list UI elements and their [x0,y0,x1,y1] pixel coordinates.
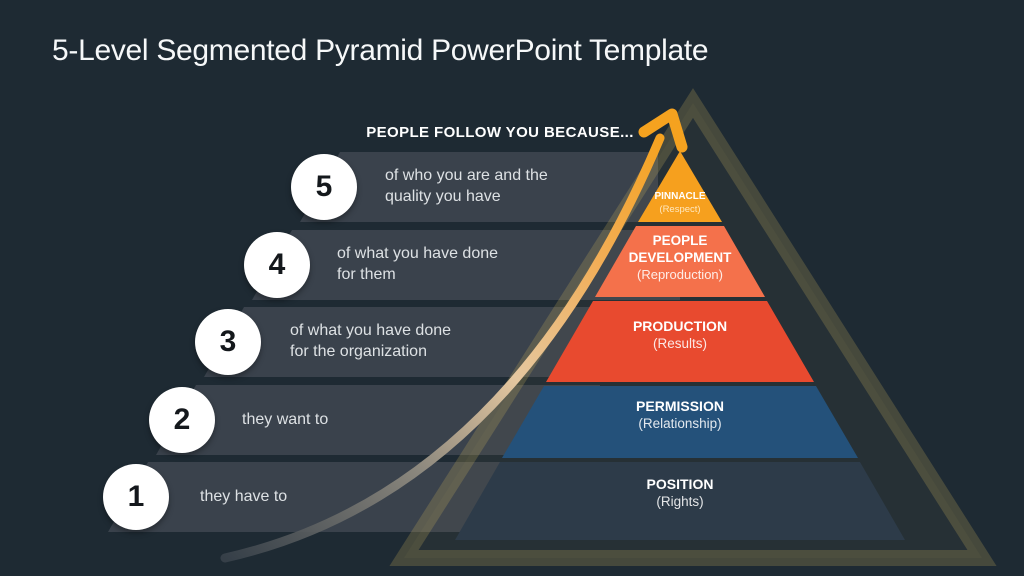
because-header: PEOPLE FOLLOW YOU BECAUSE... [366,124,634,141]
level-number-badge-4: 4 [244,232,310,298]
reason-text-level-2: they want to [242,409,328,430]
segment-subtitle: (Reproduction) [637,266,723,282]
reason-line: of what you have done [337,245,499,262]
segment-subtitle: (Respect) [659,203,701,215]
reason-line: they have to [200,488,288,505]
segment-subtitle: (Results) [652,335,707,351]
reason-line: of who you are and the [385,167,548,184]
level-number: 1 [127,480,145,513]
segment-subtitle: (Rights) [656,493,704,509]
reason-line: for the organization [290,343,427,360]
level-number: 5 [315,170,333,203]
pyramid-segment-position [455,462,905,540]
reason-line: they want to [242,411,329,428]
reason-text-level-1: they have to [200,486,287,507]
pyramid-segment-people-development [595,226,765,297]
level-number-badge-1: 1 [103,464,169,530]
growth-arrow-head-icon [638,108,688,153]
level-number: 3 [219,325,237,358]
reason-text-level-3: of what you have done for the organizati… [290,320,451,362]
pyramid-segment-permission [502,386,858,458]
reason-line: of what you have done [290,322,452,339]
segment-label-production: PRODUCTION (Results) [595,318,765,352]
level-number: 2 [173,403,191,436]
segment-label-pinnacle: PINNACLE (Respect) [620,191,740,215]
segment-label-people-development: PEOPLE DEVELOPMENT (Reproduction) [600,233,760,283]
segment-title: POSITION [646,476,714,492]
segment-title: PERMISSION [636,398,724,414]
reason-bar-level-5 [300,152,658,222]
segment-label-permission: PERMISSION (Relationship) [593,398,767,432]
level-number-badge-3: 3 [195,309,261,375]
pyramid-segment-production [546,301,814,382]
pyramid-segment-pinnacle [638,151,722,222]
segment-title: PRODUCTION [632,318,728,334]
segment-title: PEOPLE DEVELOPMENT [628,233,732,265]
segment-title: PINNACLE [654,191,706,202]
reason-text-level-4: of what you have done for them [337,243,498,285]
growth-arrow-shaft [220,133,665,563]
segment-subtitle: (Relationship) [638,415,722,431]
reason-text-level-5: of who you are and the quality you have [385,165,548,207]
level-number-badge-5: 5 [291,154,357,220]
reason-line: quality you have [385,188,501,205]
slide-title: 5-Level Segmented Pyramid PowerPoint Tem… [52,34,709,67]
reason-line: for them [337,266,396,283]
level-number-badge-2: 2 [149,387,215,453]
level-number: 4 [268,248,286,281]
segment-label-position: POSITION (Rights) [593,476,767,510]
